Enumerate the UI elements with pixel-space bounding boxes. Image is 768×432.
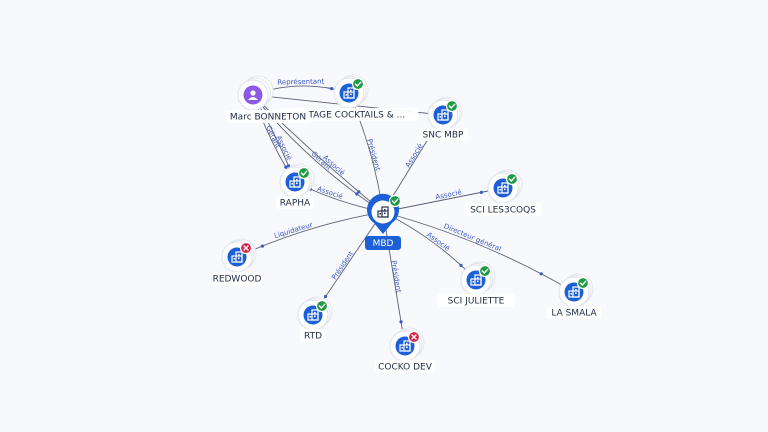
company-node-snc[interactable]: SNC MBP — [418, 96, 468, 141]
company-node-cocko[interactable]: COCKO DEV — [374, 327, 436, 373]
relation-label: Associé — [316, 185, 344, 201]
building-icon — [437, 109, 449, 121]
relation-label: Président — [389, 260, 402, 294]
status-active-check-icon — [478, 264, 492, 278]
relation-label: Liquidateur — [273, 221, 313, 240]
building-icon — [377, 206, 389, 218]
person-node-marc[interactable]: Marc BONNETON — [226, 75, 310, 123]
company-node-juliette[interactable]: SCI JULIETTE — [437, 261, 515, 307]
svg-text:Marc BONNETON: Marc BONNETON — [230, 113, 306, 123]
company-label: LA SMALA — [546, 306, 602, 319]
relation-line — [382, 211, 575, 293]
relation-label: Associé — [425, 231, 451, 253]
relation-arrow-icon — [284, 165, 288, 169]
building-icon — [497, 182, 509, 194]
company-node-rapha[interactable]: RAPHA — [276, 163, 315, 209]
relation-label: Président — [365, 138, 382, 172]
status-active-check-icon — [315, 299, 329, 313]
status-closed-x-icon — [239, 241, 253, 255]
person-icon — [248, 90, 258, 100]
company-node-sci3[interactable]: SCI LES3COQS — [464, 169, 542, 216]
svg-text:COCKO DEV: COCKO DEV — [378, 363, 433, 373]
relation-label: Associé — [404, 142, 425, 169]
company-label: VINTAGE COCKTAILS & ... — [279, 108, 419, 121]
relation-arrow-icon — [459, 263, 463, 267]
status-active-check-icon — [297, 166, 311, 180]
svg-text:VINTAGE COCKTAILS & ...: VINTAGE COCKTAILS & ... — [293, 111, 405, 121]
relation-arrow-icon — [399, 320, 403, 324]
relation-arrow-icon — [324, 294, 328, 299]
relation-arrow-icon — [260, 244, 265, 248]
svg-text:LA SMALA: LA SMALA — [551, 309, 597, 319]
relation-edge[interactable]: Président — [382, 211, 406, 347]
status-active-check-icon — [505, 172, 519, 186]
relation-arrow-icon — [286, 164, 291, 168]
company-node-rtd[interactable]: RTD — [297, 296, 333, 342]
building-icon — [307, 309, 319, 321]
svg-text:SCI JULIETTE: SCI JULIETTE — [448, 297, 505, 307]
person-label: Marc BONNETON — [226, 110, 310, 123]
building-icon — [399, 340, 411, 352]
company-label: RAPHA — [276, 196, 314, 209]
svg-text:SCI LES3COQS: SCI LES3COQS — [470, 206, 536, 216]
relation-edge[interactable]: Liquidateur — [236, 211, 384, 258]
relation-label: Directeur général — [443, 222, 503, 253]
company-label: COCKO DEV — [374, 360, 436, 373]
relation-arrow-icon — [357, 190, 361, 194]
company-node-smala[interactable]: LA SMALA — [546, 273, 602, 319]
svg-text:RTD: RTD — [304, 332, 322, 342]
status-active-check-icon — [445, 99, 459, 113]
company-label: REDWOOD — [212, 272, 262, 285]
relation-arrow-icon — [539, 272, 543, 276]
company-label: SCI LES3COQS — [464, 203, 542, 216]
svg-text:MBD: MBD — [373, 239, 394, 249]
company-node-redwood[interactable]: REDWOOD — [212, 238, 262, 285]
svg-text:REDWOOD: REDWOOD — [213, 275, 262, 285]
relation-line — [236, 211, 384, 258]
status-active-check-icon — [351, 77, 365, 91]
relation-arrow-icon — [479, 190, 483, 194]
company-label: SCI JULIETTE — [437, 294, 515, 307]
center-node[interactable]: MBD — [365, 193, 402, 250]
status-closed-x-icon — [407, 330, 421, 344]
svg-text:SNC MBP: SNC MBP — [423, 131, 465, 141]
status-active-check-icon — [388, 194, 402, 208]
relation-arrow-icon — [355, 192, 359, 196]
building-icon — [568, 286, 580, 298]
relation-label: Associé — [435, 188, 463, 201]
building-icon — [289, 176, 301, 188]
building-icon — [231, 251, 243, 263]
company-label: RTD — [299, 329, 327, 342]
relation-arrow-icon — [330, 87, 334, 91]
company-node-vintage[interactable]: VINTAGE COCKTAILS & ... — [279, 74, 419, 121]
relation-label: Président — [330, 250, 355, 282]
relation-line — [252, 94, 384, 213]
svg-text:RAPHA: RAPHA — [280, 199, 311, 209]
nodes-layer: VINTAGE COCKTAILS & ... SNC MBP SCI LES3CO… — [212, 74, 602, 373]
status-active-check-icon — [576, 276, 590, 290]
building-icon — [343, 87, 355, 99]
building-icon — [470, 274, 482, 286]
company-label: SNC MBP — [418, 128, 468, 141]
center-label: MBD — [365, 236, 401, 250]
relation-label: Représentant — [277, 78, 324, 87]
